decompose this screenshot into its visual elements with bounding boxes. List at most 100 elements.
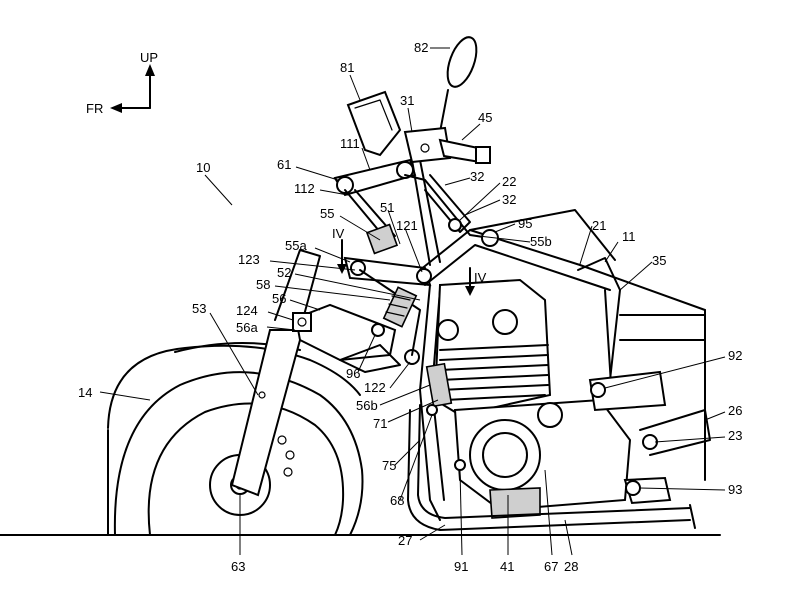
coil-3 (385, 311, 405, 317)
fin-6 (444, 394, 546, 401)
rear-frame-26 (639, 409, 711, 456)
reference-labels: 10 14 53 63 124 56a 56 58 123 55a 52 55 … (78, 40, 742, 574)
leader-122 (389, 361, 411, 389)
label-56a: 56a (236, 320, 258, 335)
fork-mount-bolt (297, 317, 307, 327)
leader-10 (204, 174, 233, 206)
leader-23 (654, 436, 726, 443)
front-label: FR (86, 101, 103, 116)
exhaust (407, 404, 696, 531)
leader-71 (387, 399, 439, 423)
label-41: 41 (500, 559, 514, 574)
label-124: 124 (236, 303, 258, 318)
leader-21 (579, 225, 593, 265)
meter-81 (346, 90, 402, 157)
leader-11 (604, 241, 619, 263)
section-marker-right: IV (465, 267, 487, 296)
label-111: 111 (340, 136, 360, 151)
mirror-stem (439, 89, 449, 133)
crank-cover-inner (482, 432, 528, 478)
fin-4 (439, 374, 549, 381)
leader-61 (295, 166, 339, 181)
frame-11 (577, 257, 621, 381)
leader-53 (209, 312, 259, 396)
label-27: 27 (398, 533, 412, 548)
label-67: 67 (544, 559, 558, 574)
label-71: 71 (373, 416, 387, 431)
label-23: 23 (728, 428, 742, 443)
label-93: 93 (728, 482, 742, 497)
exhaust-tip (689, 504, 696, 529)
label-21: 21 (592, 218, 606, 233)
leader-55a (314, 247, 351, 263)
label-51: 51 (380, 200, 394, 215)
pivot-61 (336, 176, 354, 194)
label-26: 26 (728, 403, 742, 418)
pivot-22 (448, 218, 462, 232)
rear-bracket-92 (588, 370, 667, 412)
main-frame-upper (419, 229, 706, 311)
section-label-left: IV (332, 226, 345, 241)
label-28: 28 (564, 559, 578, 574)
mirror-82 (446, 36, 478, 88)
leader-92 (604, 356, 726, 389)
label-55a: 55a (285, 238, 307, 253)
leader-27 (419, 524, 446, 541)
label-92: 92 (728, 348, 742, 363)
up-arrowhead (145, 64, 155, 76)
leader-26 (704, 411, 726, 421)
pivot-92 (590, 382, 606, 398)
part-71 (425, 362, 453, 408)
main-frame-inner (424, 244, 611, 291)
leader-32a (444, 177, 471, 186)
brake-bolt-3 (283, 467, 293, 477)
coil-2 (388, 303, 408, 309)
bracket-32 (424, 174, 471, 233)
grip-end (475, 146, 491, 164)
label-122: 122 (364, 380, 386, 395)
steering-shaft-2 (419, 159, 441, 263)
up-label: UP (140, 50, 158, 65)
label-55b: 55b (530, 234, 552, 249)
fork-upper (274, 249, 321, 331)
label-11: 11 (622, 229, 636, 244)
label-81: 81 (340, 60, 354, 75)
cockpit (346, 36, 491, 164)
fork-bolt (258, 391, 266, 399)
fin-3 (439, 364, 549, 371)
leader-45 (461, 123, 481, 141)
brake-bolt-2 (285, 450, 295, 460)
leader-52 (294, 273, 421, 301)
leader-lines (99, 47, 726, 556)
leader-124 (267, 311, 294, 321)
fin-2 (439, 354, 549, 361)
label-123: 123 (238, 252, 260, 267)
leader-75 (394, 439, 421, 466)
exhaust-27 (407, 409, 691, 531)
cam-cap-2 (492, 309, 518, 335)
label-55: 55 (320, 206, 334, 221)
label-56b: 56b (356, 398, 378, 413)
bridge-bolt (420, 143, 430, 153)
rear-section (588, 309, 711, 505)
label-22: 22 (502, 174, 516, 189)
label-32b: 32 (502, 192, 516, 207)
leader-51 (387, 209, 401, 245)
label-58: 58 (256, 277, 270, 292)
label-68: 68 (390, 493, 404, 508)
leader-35 (619, 261, 653, 291)
section-marker-left: IV (332, 226, 347, 274)
front-arrowhead (110, 103, 122, 113)
link-block-51 (365, 223, 399, 255)
label-14: 14 (78, 385, 92, 400)
lower-link-96 (339, 344, 401, 373)
fin-1 (439, 344, 549, 351)
direction-indicator: UP FR (86, 50, 158, 116)
leader-67 (544, 469, 553, 556)
label-63: 63 (231, 559, 245, 574)
pivot-56a (371, 323, 385, 337)
leader-55 (339, 215, 381, 241)
leader-95 (494, 223, 516, 233)
leader-81 (349, 74, 361, 101)
leader-112 (319, 189, 349, 196)
